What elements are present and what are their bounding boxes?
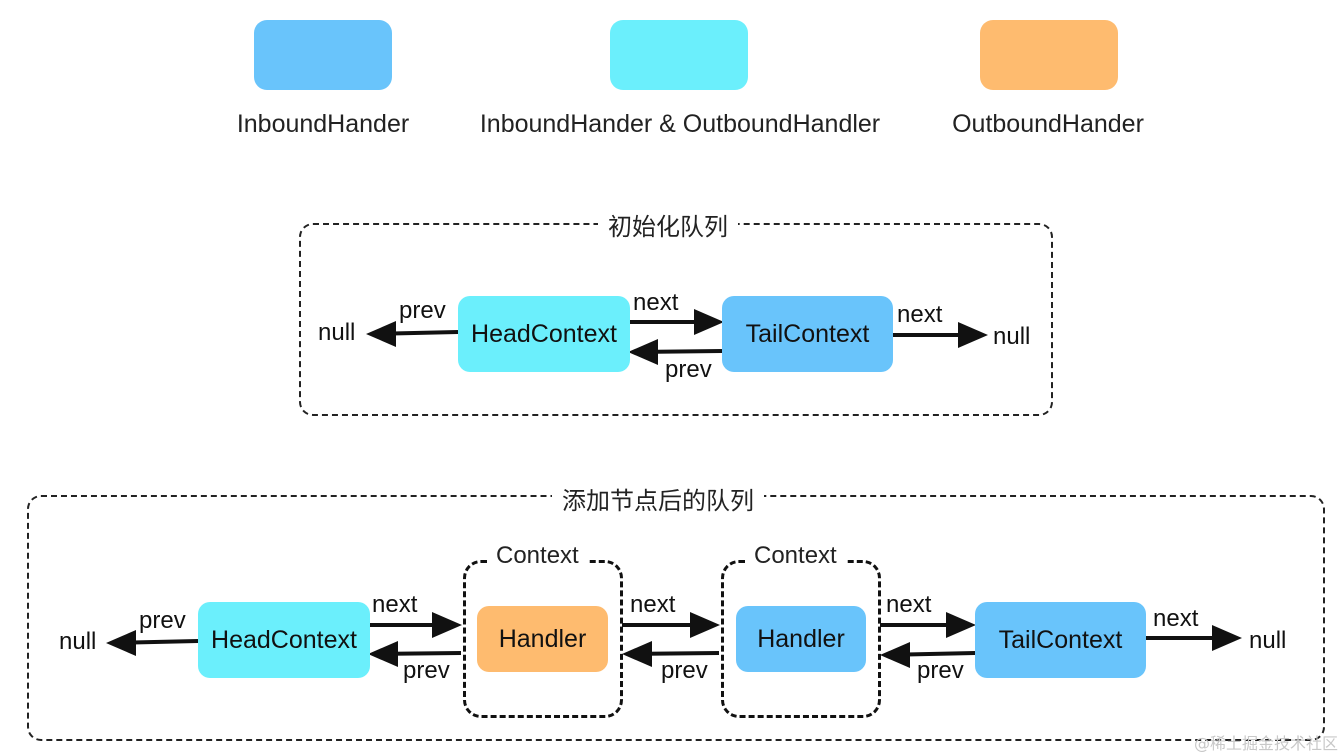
added-prev-left-label: prev	[139, 607, 186, 634]
added-null-left: null	[59, 628, 97, 655]
added-prev-3-label: prev	[917, 657, 964, 684]
arrowhead-init-next-mid	[694, 309, 724, 335]
arrowhead-added-next-right	[1212, 625, 1242, 651]
arrowhead-init-prev-mid	[628, 339, 658, 365]
arrowhead-added-next-3	[946, 612, 976, 638]
added-prev-1-label: prev	[403, 657, 450, 684]
legend-swatch-outbound	[980, 20, 1118, 90]
added-tail-context-node: TailContext	[975, 602, 1146, 678]
added-next-3-label: next	[886, 591, 932, 618]
arrowhead-added-prev-1	[368, 641, 398, 667]
watermark: @稀土掘金技术社区	[1193, 734, 1338, 753]
context-title-1: Context	[488, 542, 587, 570]
context-title-2: Context	[746, 542, 845, 570]
legend-label-outbound: OutboundHander	[952, 110, 1144, 138]
added-next-2-label: next	[630, 591, 676, 618]
legend-label-both: InboundHander & OutboundHandler	[479, 110, 881, 138]
added-prev-2-label: prev	[661, 657, 708, 684]
legend-swatch-inbound	[254, 20, 392, 90]
init-queue-title: 初始化队列	[598, 207, 738, 242]
added-next-right-label: next	[1153, 605, 1199, 632]
init-null-right: null	[993, 323, 1031, 350]
arrowhead-added-prev-2	[622, 641, 652, 667]
init-next-mid-label: next	[633, 289, 679, 316]
init-head-context-node: HeadContext	[458, 296, 630, 372]
legend-swatch-both	[610, 20, 748, 90]
added-null-right: null	[1249, 627, 1287, 654]
arrowhead-init-next-right	[958, 322, 988, 348]
arrowhead-added-prev-3	[880, 642, 910, 668]
added-handler-node-1: Handler	[477, 606, 608, 672]
arrowhead-added-next-1	[432, 612, 462, 638]
init-null-left: null	[318, 319, 356, 346]
init-prev-mid-label: prev	[665, 356, 712, 383]
init-next-right-label: next	[897, 301, 943, 328]
added-next-1-label: next	[372, 591, 418, 618]
arrowhead-added-prev-left	[106, 630, 136, 656]
init-tail-context-node: TailContext	[722, 296, 893, 372]
added-head-context-node: HeadContext	[198, 602, 370, 678]
added-handler-node-2: Handler	[736, 606, 866, 672]
arrowhead-init-prev-left	[366, 321, 396, 347]
arrowhead-added-next-2	[690, 612, 720, 638]
added-queue-title: 添加节点后的队列	[552, 481, 764, 516]
legend-label-inbound: InboundHander	[236, 110, 410, 138]
init-prev-left-label: prev	[399, 297, 446, 324]
